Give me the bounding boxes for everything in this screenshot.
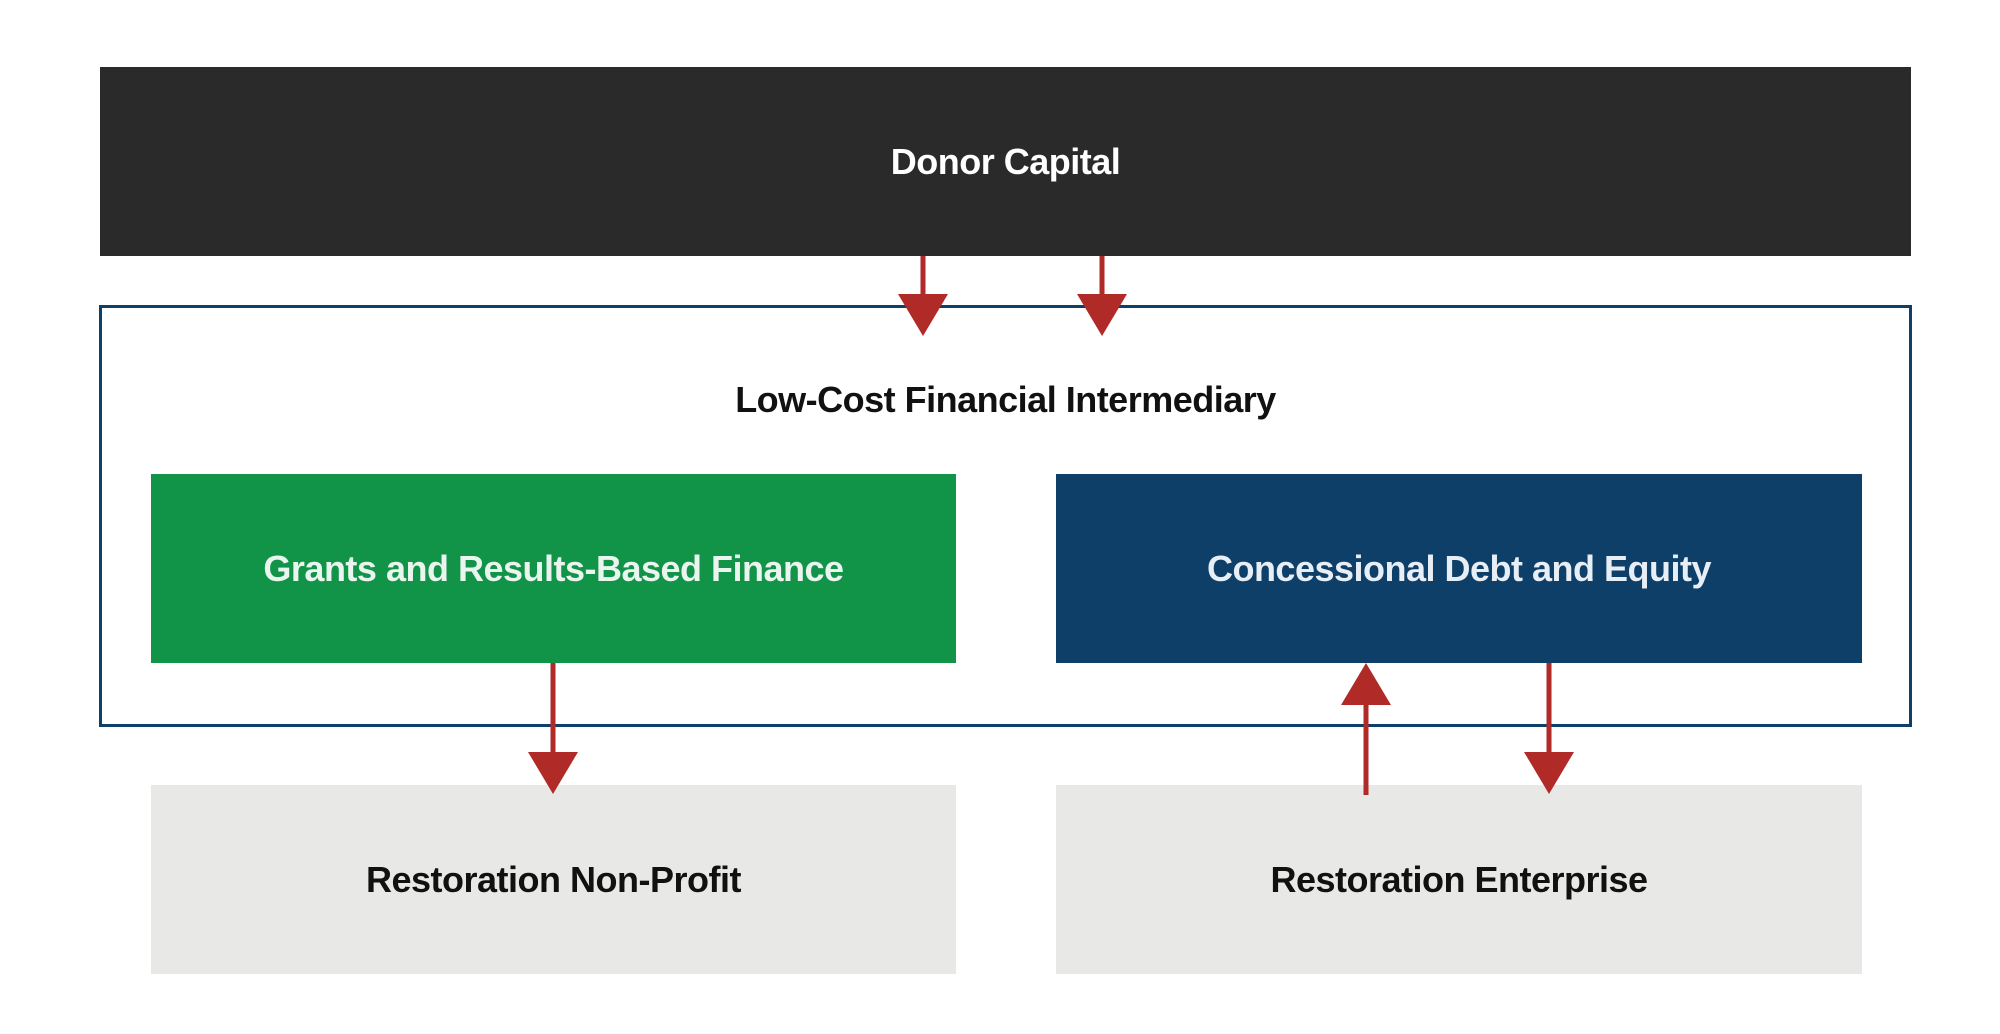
grants-box: Grants and Results-Based Finance	[151, 474, 956, 663]
concessional-box: Concessional Debt and Equity	[1056, 474, 1862, 663]
donor-capital-label: Donor Capital	[890, 140, 1121, 182]
donor-capital-box: Donor Capital	[100, 67, 1911, 256]
restoration-enterprise-label: Restoration Enterprise	[1270, 858, 1648, 900]
restoration-nonprofit-label: Restoration Non-Profit	[366, 858, 741, 900]
concessional-label: Concessional Debt and Equity	[1206, 547, 1712, 589]
restoration-nonprofit-box: Restoration Non-Profit	[151, 785, 956, 974]
restoration-enterprise-box: Restoration Enterprise	[1056, 785, 1862, 974]
grants-label: Grants and Results-Based Finance	[263, 547, 844, 589]
intermediary-label: Low-Cost Financial Intermediary	[735, 379, 1276, 420]
